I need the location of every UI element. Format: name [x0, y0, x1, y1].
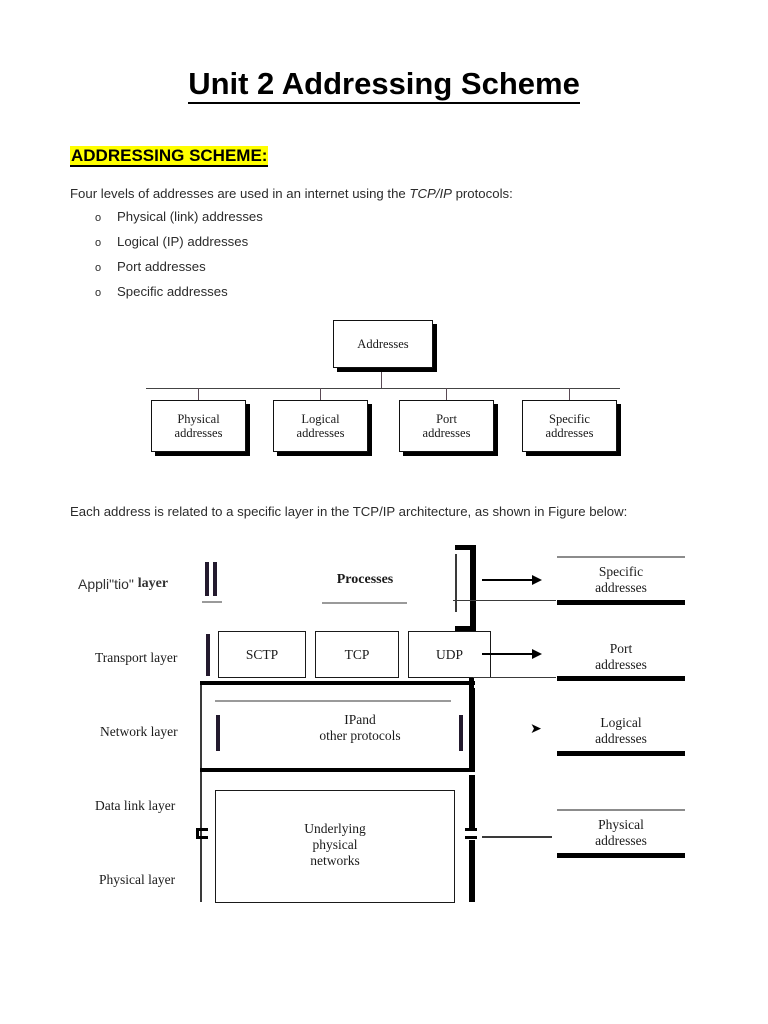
stack-left-notch-top	[196, 828, 208, 831]
tree-root-box: Addresses	[333, 320, 433, 368]
intro-text-protocol: TCP/IP	[409, 186, 452, 201]
mid-paragraph: Each address is related to a specific la…	[70, 504, 628, 519]
connector-line-specific	[453, 600, 556, 602]
layer-label-transport: Transport layer	[95, 650, 178, 665]
tree-leaf-label: Physical addresses	[174, 412, 223, 440]
list-item: o Port addresses	[95, 259, 515, 284]
bullet-circle-icon: o	[95, 287, 102, 299]
application-content-label: Processes	[336, 572, 394, 587]
layer-label-application-suffix: layer	[137, 576, 169, 591]
page-title-text: Unit 2 Addressing Scheme	[188, 66, 580, 104]
figure-addresses-tree: Addresses Physical addresses Logical add…	[140, 320, 640, 465]
figure-tcpip-layers: Appli"tio" layer Transport layer Network…	[70, 540, 710, 908]
tree-root-label: Addresses	[357, 337, 409, 351]
stack-right-rail-physical	[469, 840, 475, 902]
tree-leaf-label: Logical addresses	[296, 412, 345, 440]
tree-leaf-label: Port addresses	[422, 412, 471, 440]
stack-left-notch-spine	[196, 828, 199, 839]
arrow-head-port-icon	[532, 649, 542, 659]
layer-label-application-prefix: Appli"tio"	[78, 576, 138, 592]
addr-specific-bottom-rule	[557, 600, 685, 605]
page-title: Unit 2 Addressing Scheme	[0, 66, 768, 104]
transport-tick-left	[206, 634, 210, 676]
list-item-label: Physical (link) addresses	[117, 209, 263, 224]
list-item: o Specific addresses	[95, 284, 515, 309]
protocol-box-tcp: TCP	[315, 631, 399, 678]
network-tick-left	[216, 715, 220, 751]
list-item-label: Port addresses	[117, 259, 206, 274]
intro-text-before: Four levels of addresses are used in an …	[70, 186, 410, 201]
tree-leaf-box-physical: Physical addresses	[151, 400, 246, 452]
addr-logical-bottom-rule	[557, 751, 685, 756]
bullet-circle-icon: o	[95, 262, 102, 274]
stack-right-bracket-bottom-arm	[455, 626, 476, 631]
tree-leaf-stub-4	[569, 388, 570, 400]
layer-label-application: Appli"tio" layer	[78, 576, 168, 592]
addr-port-bottom-rule	[557, 676, 685, 681]
network-tick-right	[459, 715, 463, 751]
tree-leaf-label: Specific addresses	[545, 412, 594, 440]
stack-right-rail-top	[470, 545, 476, 631]
application-tick-left	[205, 562, 209, 596]
addr-specific-top-rule	[557, 556, 685, 558]
underlying-networks-label: Underlying physical networks	[304, 821, 366, 868]
addr-label-physical: Physical addresses	[595, 817, 647, 848]
stack-right-notch-top	[465, 828, 477, 831]
protocol-box-label: UDP	[435, 646, 463, 662]
tree-root-stub	[381, 372, 382, 388]
list-item-label: Logical (IP) addresses	[117, 234, 249, 249]
arrow-line-port	[482, 653, 534, 655]
arrow-head-logical-icon: ➤	[530, 721, 542, 737]
section-heading: ADDRESSING SCHEME:	[70, 146, 269, 167]
addr-physical-top-rule	[557, 809, 685, 811]
stack-left-notch-bottom	[196, 836, 208, 839]
bullet-circle-icon: o	[95, 237, 102, 249]
tree-bus-line	[146, 388, 620, 389]
list-item: o Physical (link) addresses	[95, 209, 515, 234]
addr-label-logical: Logical addresses	[595, 715, 647, 746]
list-item-label: Specific addresses	[117, 284, 228, 299]
bullet-circle-icon: o	[95, 212, 102, 224]
protocol-box-label: SCTP	[245, 646, 279, 662]
addr-physical-bottom-rule	[557, 853, 685, 858]
processes-underline	[322, 602, 407, 604]
stack-right-rail-network	[469, 688, 475, 772]
stack-right-inner-tick	[455, 554, 457, 612]
tree-leaf-box-specific: Specific addresses	[522, 400, 617, 452]
application-tick-right	[213, 562, 217, 596]
stack-hrule-network-datalink	[200, 768, 475, 772]
intro-text-after: protocols:	[451, 186, 513, 201]
tree-leaf-box-port: Port addresses	[399, 400, 494, 452]
protocol-box-label: TCP	[344, 646, 370, 662]
intro-paragraph: Four levels of addresses are used in an …	[70, 186, 513, 201]
layer-label-network: Network layer	[100, 724, 178, 739]
stack-left-rail	[200, 681, 202, 902]
layer-label-datalink: Data link layer	[95, 798, 176, 813]
tree-leaf-stub-3	[446, 388, 447, 400]
stack-right-rail-datalink	[469, 775, 475, 831]
addr-label-specific: Specific addresses	[595, 564, 647, 595]
protocol-box-sctp: SCTP	[218, 631, 306, 678]
section-heading-text: ADDRESSING SCHEME:	[70, 146, 269, 167]
protocol-box-udp: UDP	[408, 631, 491, 678]
stack-right-notch-bottom	[465, 836, 477, 839]
stack-hrule-transport-network	[200, 681, 475, 685]
addr-label-port: Port addresses	[595, 641, 647, 672]
tree-leaf-stub-2	[320, 388, 321, 400]
tree-leaf-stub-1	[198, 388, 199, 400]
network-content-label: IPand other protocols	[319, 712, 401, 743]
address-levels-list: o Physical (link) addresses o Logical (I…	[95, 209, 515, 309]
connector-line-port	[473, 677, 556, 679]
arrow-line-physical	[482, 836, 552, 838]
network-top-thin-rule	[215, 700, 451, 702]
arrow-head-specific-icon	[532, 575, 542, 585]
list-item: o Logical (IP) addresses	[95, 234, 515, 259]
stack-right-bracket-top-arm	[455, 545, 475, 550]
underlying-networks-box	[215, 790, 455, 903]
tree-leaf-box-logical: Logical addresses	[273, 400, 368, 452]
application-tick-underline	[202, 601, 222, 603]
arrow-line-specific	[482, 579, 534, 581]
layer-label-physical: Physical layer	[99, 872, 176, 887]
